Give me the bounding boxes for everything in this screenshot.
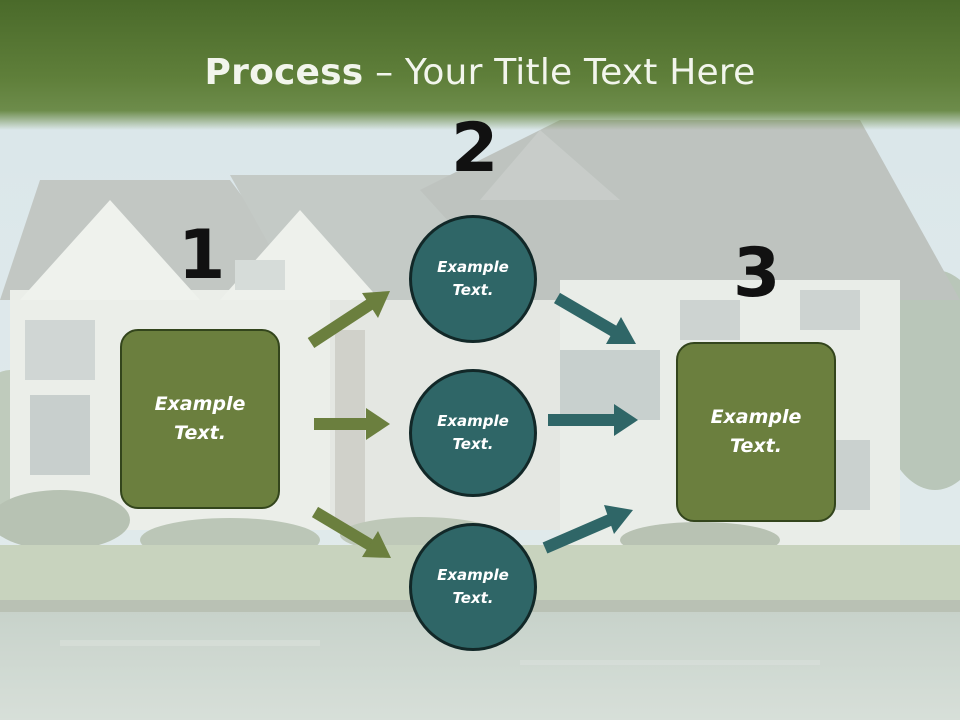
- step-two-circle-bottom[interactable]: Example Text.: [409, 523, 537, 651]
- arrow-circle-bottom-to-step-three: [542, 505, 633, 554]
- step-three-number: 3: [733, 234, 781, 313]
- step-two-circle-top[interactable]: Example Text.: [409, 215, 537, 343]
- step-three-text: Example Text.: [710, 406, 802, 457]
- circle-middle-text: Example Text.: [437, 412, 509, 453]
- arrow-to-circle-middle: [314, 408, 390, 440]
- circle-bottom-text: Example Text.: [437, 566, 509, 607]
- arrow-to-circle-bottom: [311, 506, 391, 558]
- circle-top-text: Example Text.: [437, 258, 509, 299]
- title-rest: – Your Title Text Here: [363, 52, 756, 93]
- arrow-to-circle-top: [307, 291, 390, 349]
- arrow-circle-top-to-step-three: [553, 292, 636, 344]
- step-two-number: 2: [451, 109, 499, 188]
- arrow-circle-middle-to-step-three: [548, 404, 638, 436]
- title-bold: Process: [204, 52, 364, 93]
- step-one-box[interactable]: Example Text.: [120, 329, 280, 509]
- slide-title: Process – Your Title Text Here: [0, 52, 960, 93]
- step-three-box[interactable]: Example Text.: [676, 342, 836, 522]
- title-band: [0, 0, 960, 130]
- step-one-text: Example Text.: [154, 393, 246, 444]
- step-one-number: 1: [178, 216, 226, 295]
- step-two-circle-middle[interactable]: Example Text.: [409, 369, 537, 497]
